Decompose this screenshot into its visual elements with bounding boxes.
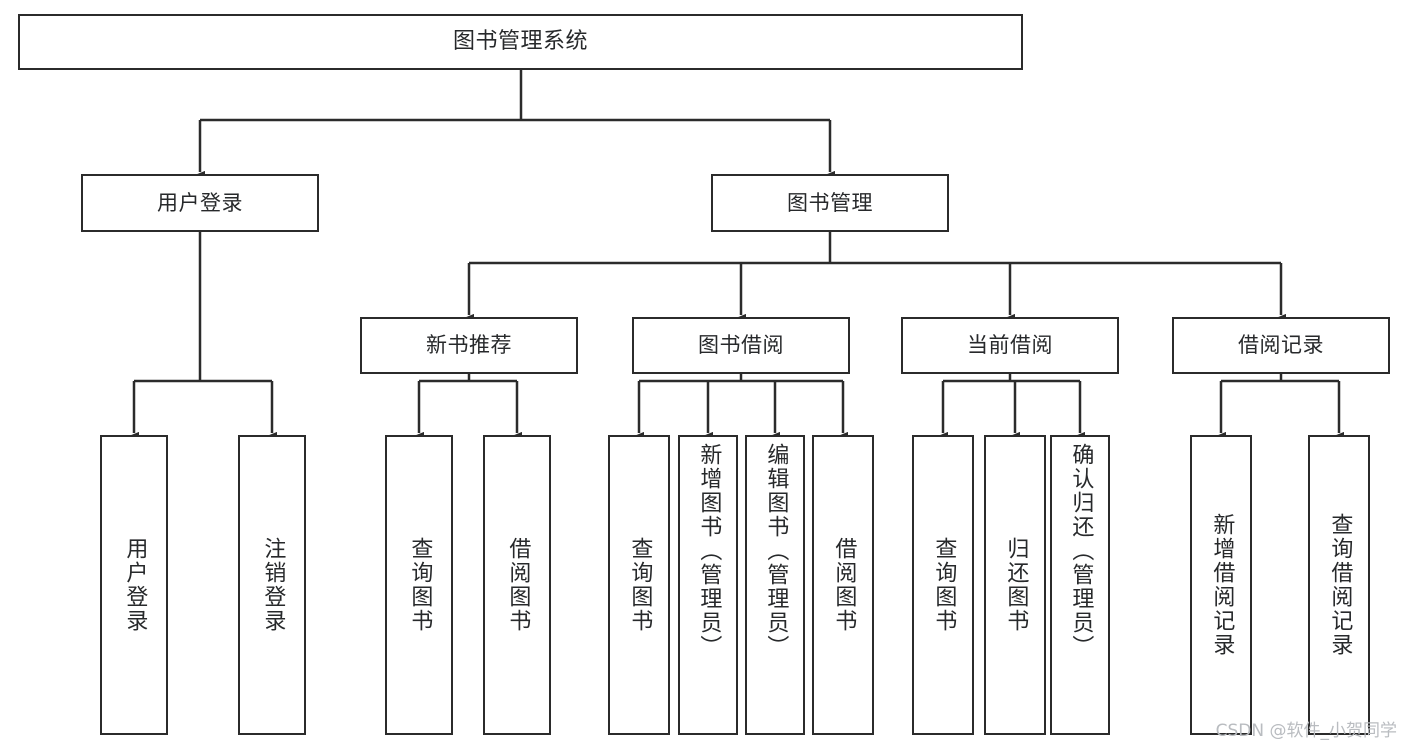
node-book-manage[interactable]: 图书管理 — [711, 174, 949, 232]
node-leaf-borrow-book-label: 借阅图书 — [831, 537, 857, 633]
node-leaf-user-logout[interactable]: 注销登录 — [238, 435, 306, 735]
node-leaf-confirm-return-admin[interactable]: 确认归还（管理员） — [1050, 435, 1110, 735]
node-leaf-borrow-book[interactable]: 借阅图书 — [812, 435, 874, 735]
node-user-login[interactable]: 用户登录 — [81, 174, 319, 232]
node-leaf-user-logout-label: 注销登录 — [260, 537, 286, 633]
node-current-borrow-label: 当前借阅 — [967, 333, 1053, 358]
node-borrow-record-label: 借阅记录 — [1238, 333, 1324, 358]
node-root[interactable]: 图书管理系统 — [18, 14, 1023, 70]
watermark: CSDN @软件_小贺同学 — [1215, 721, 1397, 741]
node-leaf-confirm-return-admin-label: 确认归还（管理员） — [1068, 443, 1094, 659]
node-new-book-rec[interactable]: 新书推荐 — [360, 317, 578, 374]
node-leaf-cur-query-book[interactable]: 查询图书 — [912, 435, 974, 735]
node-book-borrow-label: 图书借阅 — [698, 333, 784, 358]
node-leaf-rec-query-book-label: 查询图书 — [407, 537, 433, 633]
node-leaf-edit-book-admin-label: 编辑图书（管理员） — [763, 443, 789, 659]
node-leaf-add-book-admin-label: 新增图书（管理员） — [696, 443, 722, 659]
node-leaf-rec-borrow-book-label: 借阅图书 — [505, 537, 531, 633]
node-leaf-add-book-admin[interactable]: 新增图书（管理员） — [678, 435, 738, 735]
node-leaf-return-book-label: 归还图书 — [1003, 537, 1029, 633]
node-user-login-label: 用户登录 — [157, 190, 243, 215]
node-leaf-cur-query-book-label: 查询图书 — [931, 537, 957, 633]
node-book-manage-label: 图书管理 — [787, 190, 873, 215]
edge-layer — [128, 70, 1345, 441]
node-current-borrow[interactable]: 当前借阅 — [901, 317, 1119, 374]
node-book-borrow[interactable]: 图书借阅 — [632, 317, 850, 374]
node-leaf-rec-borrow-book[interactable]: 借阅图书 — [483, 435, 551, 735]
node-leaf-return-book[interactable]: 归还图书 — [984, 435, 1046, 735]
node-borrow-record[interactable]: 借阅记录 — [1172, 317, 1390, 374]
node-leaf-borrow-query-book[interactable]: 查询图书 — [608, 435, 670, 735]
node-leaf-borrow-query-book-label: 查询图书 — [627, 537, 653, 633]
node-leaf-user-login-label: 用户登录 — [122, 537, 148, 633]
node-leaf-edit-book-admin[interactable]: 编辑图书（管理员） — [745, 435, 805, 735]
node-leaf-rec-query-book[interactable]: 查询图书 — [385, 435, 453, 735]
node-leaf-user-login[interactable]: 用户登录 — [100, 435, 168, 735]
node-leaf-add-borrow-record-label: 新增借阅记录 — [1209, 513, 1235, 657]
node-leaf-query-borrow-record-label: 查询借阅记录 — [1327, 513, 1353, 657]
node-root-label: 图书管理系统 — [452, 29, 588, 55]
node-new-book-rec-label: 新书推荐 — [426, 333, 512, 358]
node-leaf-query-borrow-record[interactable]: 查询借阅记录 — [1308, 435, 1370, 735]
node-leaf-add-borrow-record[interactable]: 新增借阅记录 — [1190, 435, 1252, 735]
